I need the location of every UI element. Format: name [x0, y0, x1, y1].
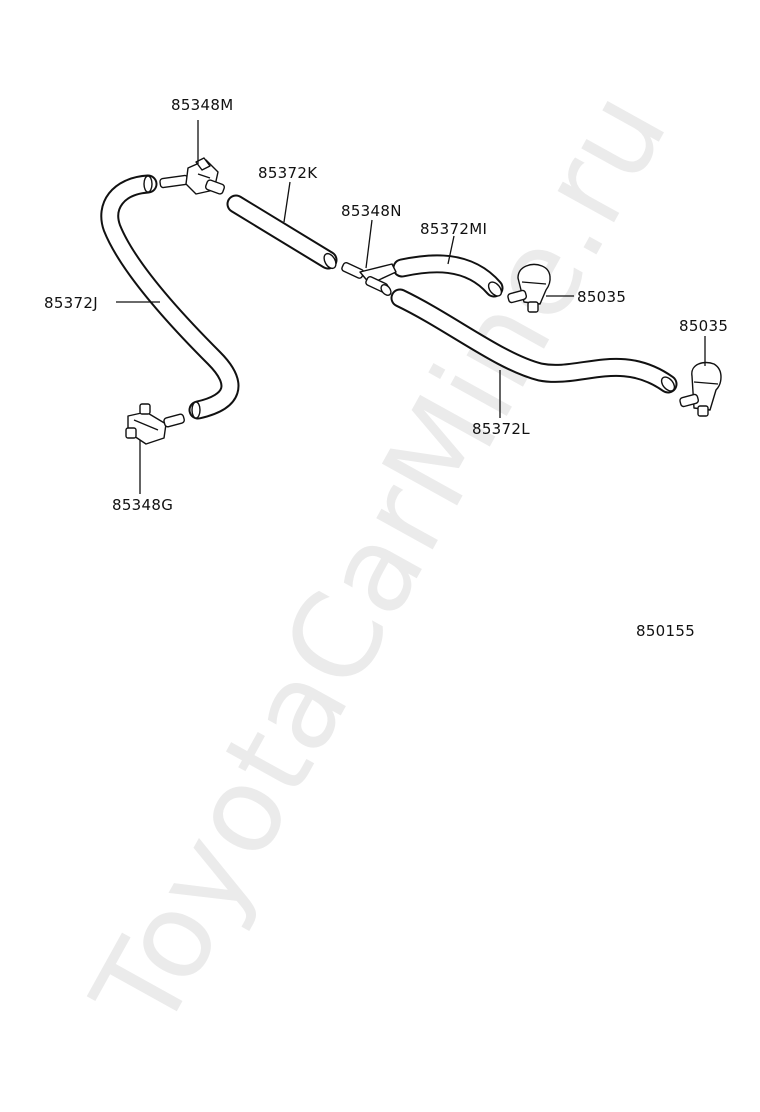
label-85348G: 85348G — [112, 496, 174, 514]
nozzle-85035-a — [507, 263, 551, 313]
nozzle-85035-b — [679, 361, 722, 417]
hose-85372J — [100, 174, 240, 420]
connector-85348M — [159, 157, 226, 195]
connector-85348G — [125, 403, 185, 445]
label-85372L: 85372L — [472, 420, 530, 438]
connector-85348N — [341, 262, 397, 296]
leader-lines — [116, 120, 706, 494]
label-85348N: 85348N — [341, 202, 402, 220]
diagram-code: 850155 — [636, 622, 696, 640]
label-85372MI: 85372MI — [420, 220, 488, 238]
label-85372J: 85372J — [44, 294, 98, 312]
label-85035-b: 85035 — [679, 317, 729, 335]
label-85348M: 85348M — [171, 96, 234, 114]
label-85035-a: 85035 — [577, 288, 627, 306]
hose-85372K — [226, 194, 338, 270]
hose-85372L — [390, 288, 678, 394]
label-85372K: 85372K — [258, 164, 318, 182]
hose-85372MI — [392, 254, 504, 298]
